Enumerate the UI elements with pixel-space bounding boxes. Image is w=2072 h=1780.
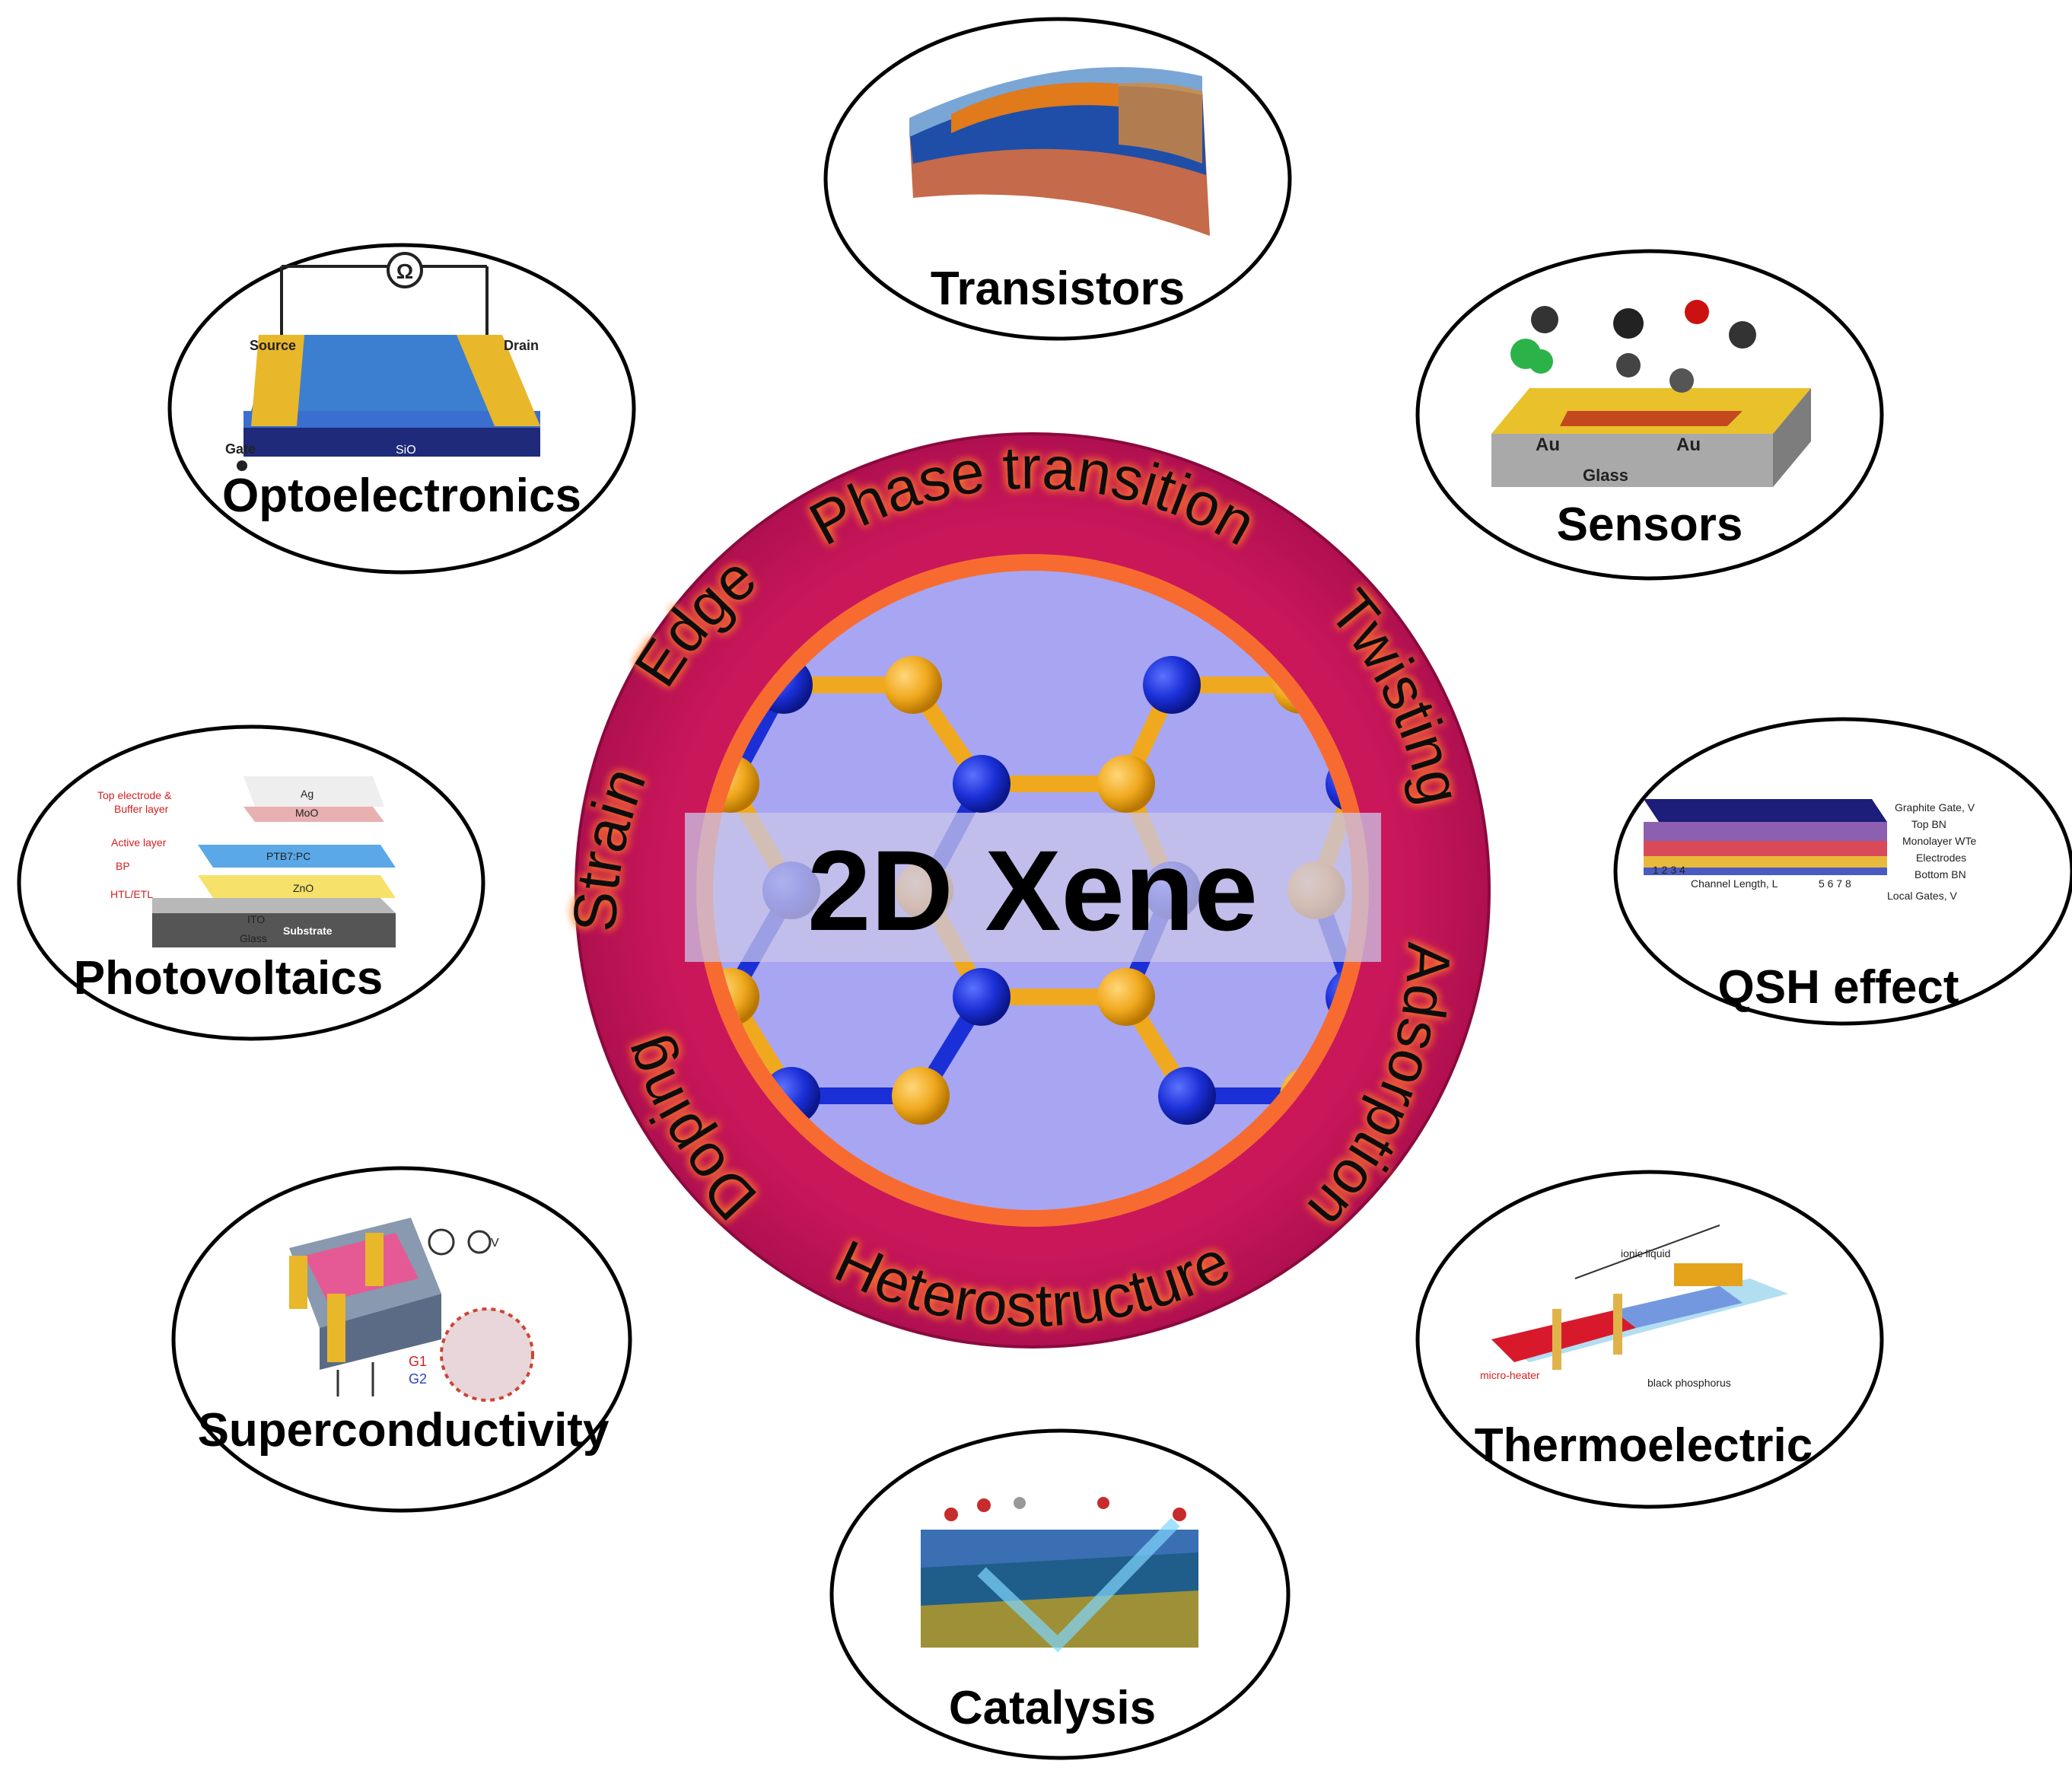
sensor-au-left: Au — [1536, 435, 1560, 455]
label-transistors: Transistors — [931, 263, 1185, 315]
sensor-glass: Glass — [1583, 466, 1628, 485]
pv-substrate: Substrate — [283, 925, 333, 937]
pv-zno: ZnO — [293, 882, 314, 894]
photovoltaics-stack — [152, 776, 396, 947]
pv-glass: Glass — [240, 932, 267, 944]
node-qsh: Graphite Gate, V Top BN Monolayer WTe El… — [1613, 717, 2072, 1026]
qsh-electrodes: Electrodes — [1916, 852, 1966, 864]
thermo-bp: black phosphorus — [1647, 1377, 1731, 1389]
pv-active: Active layer — [111, 836, 167, 849]
opto-source: Source — [250, 338, 296, 353]
label-optoelectronics: Optoelectronics — [222, 470, 581, 522]
qsh-illustration — [1644, 799, 1887, 875]
title-band — [685, 813, 1381, 962]
node-photovoltaics: Top electrode & Buffer layer Active laye… — [17, 724, 485, 1041]
pv-htl: HTL/ETL — [110, 888, 153, 900]
superconductivity-illustration — [289, 1218, 534, 1402]
label-photovoltaics: Photovoltaics — [74, 952, 384, 1005]
qsh-nums-left: 1 2 3 4 — [1653, 864, 1685, 876]
qsh-localgates: Local Gates, V — [1887, 890, 1957, 902]
pv-bp: BP — [116, 860, 130, 872]
node-thermoelectric: ionic liquid black phosphorus micro-heat… — [1415, 1170, 1884, 1509]
thermo-illustration — [1491, 1224, 1788, 1370]
pv-ag: Ag — [301, 788, 314, 800]
opto-ohm: Ω — [396, 260, 413, 283]
sc-g2: G2 — [409, 1371, 427, 1387]
node-transistors: Transistors — [823, 17, 1292, 341]
pv-buffer: Buffer layer — [114, 803, 169, 815]
thermo-heater: micro-heater — [1480, 1369, 1540, 1381]
qsh-bottombn: Bottom BN — [1914, 868, 1966, 880]
label-sensors: Sensors — [1557, 498, 1743, 551]
sc-g1: G1 — [409, 1354, 427, 1369]
center-hub: 2D Xene Phase transition Twisting Adsorp… — [561, 432, 1491, 1349]
label-thermoelectric: Thermoelectric — [1475, 1419, 1813, 1472]
center-title: 2D Xene — [807, 826, 1258, 954]
sensor-au-right: Au — [1676, 435, 1701, 455]
opto-gate: Gate — [225, 441, 256, 457]
optoelectronics-device — [237, 252, 540, 471]
pv-ptb7: PTB7:PC — [266, 850, 310, 862]
label-qsh: QSH effect — [1718, 961, 1959, 1014]
pv-moo3: MoO — [295, 807, 318, 819]
transistor-illustration — [909, 67, 1210, 236]
qsh-graphite: Graphite Gate, V — [1895, 801, 1975, 814]
node-superconductivity: V G1 G2 Superconductivity — [171, 1166, 632, 1513]
qsh-topbn: Top BN — [1911, 818, 1946, 830]
opto-sio2: SiO — [396, 444, 416, 457]
thermo-ionic: ionic liquid — [1621, 1247, 1670, 1259]
catalysis-illustration — [921, 1497, 1198, 1653]
label-catalysis: Catalysis — [949, 1682, 1156, 1734]
qsh-nums-right: 5 6 7 8 — [1819, 877, 1851, 890]
opto-drain: Drain — [504, 338, 539, 353]
sc-vbias: V — [491, 1237, 499, 1250]
sensor-illustration — [1491, 300, 1811, 487]
node-sensors: Au Au Glass Sensors — [1415, 249, 1884, 581]
opto-si: Si — [399, 459, 410, 472]
label-superconductivity: Superconductivity — [198, 1404, 610, 1457]
node-catalysis: Catalysis — [829, 1428, 1291, 1760]
qsh-channel: Channel Length, L — [1691, 877, 1778, 890]
pv-top-electrode: Top electrode & — [97, 789, 172, 801]
node-optoelectronics: Ω Source Drain Gate SiO Si Optoelectroni… — [167, 243, 636, 575]
qsh-monolayer: Monolayer WTe — [1902, 835, 1976, 847]
pv-ito: ITO — [247, 913, 265, 925]
